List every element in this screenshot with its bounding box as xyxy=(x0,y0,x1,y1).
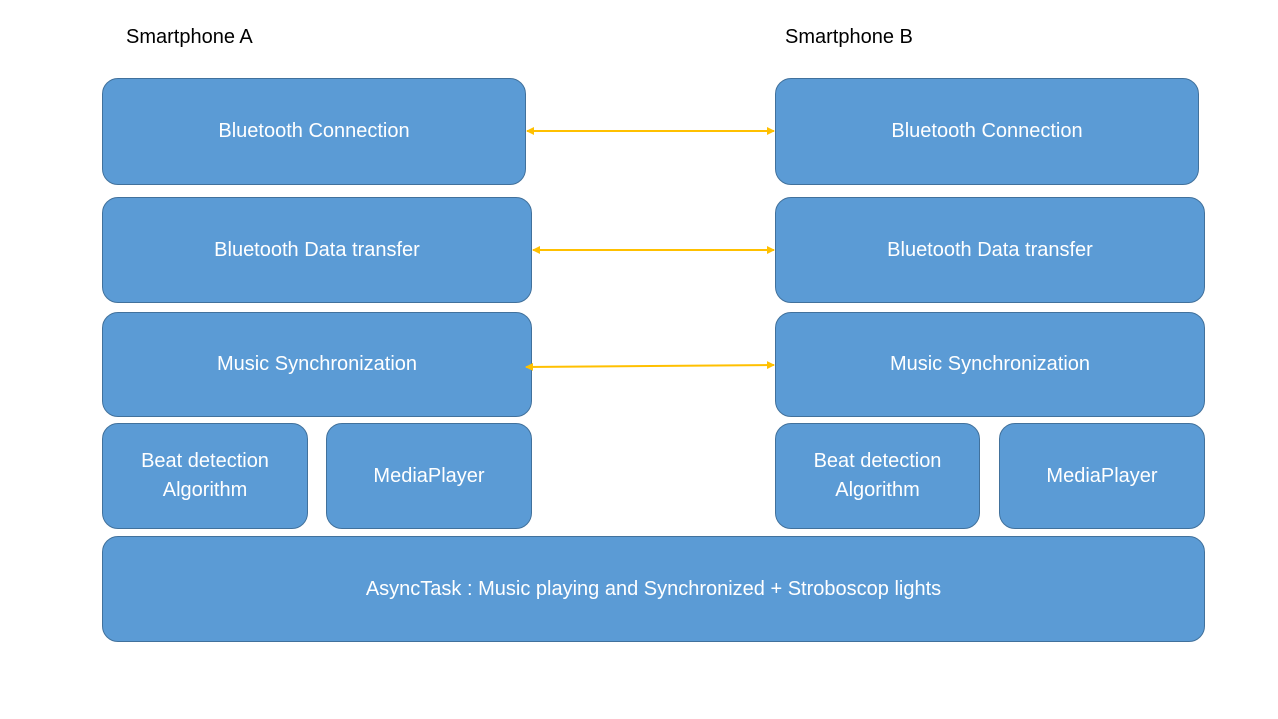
smartphone-a-music-synchronization-label: Music Synchronization xyxy=(216,353,418,375)
smartphone-b-bluetooth-connection: Bluetooth Connection xyxy=(775,78,1199,185)
smartphone-b-beat-detection-line2: Algorithm xyxy=(835,479,920,501)
smartphone-a-title: Smartphone A xyxy=(126,26,253,48)
smartphone-a-media-player: MediaPlayer xyxy=(326,423,532,529)
smartphone-a-beat-detection: Beat detection Algorithm xyxy=(102,423,308,529)
async-task-box: AsyncTask : Music playing and Synchroniz… xyxy=(102,536,1205,642)
smartphone-b-title: Smartphone B xyxy=(785,26,913,48)
smartphone-b-music-synchronization-label: Music Synchronization xyxy=(889,353,1091,375)
smartphone-a-bluetooth-data-transfer: Bluetooth Data transfer xyxy=(102,197,532,303)
smartphone-b-bluetooth-connection-label: Bluetooth Connection xyxy=(891,120,1083,142)
smartphone-b-media-player: MediaPlayer xyxy=(999,423,1205,529)
smartphone-b-bluetooth-data-transfer: Bluetooth Data transfer xyxy=(775,197,1205,303)
smartphone-a-beat-detection-line2: Algorithm xyxy=(162,479,248,501)
smartphone-a-beat-detection-line1: Beat detection xyxy=(141,450,269,472)
smartphone-a-bluetooth-data-transfer-label: Bluetooth Data transfer xyxy=(214,238,420,261)
smartphone-b-music-synchronization: Music Synchronization xyxy=(775,312,1205,417)
async-task-label: AsyncTask : Music playing and Synchroniz… xyxy=(365,577,942,600)
music-synchronization-arrow xyxy=(525,361,775,371)
smartphone-b-beat-detection-line1: Beat detection xyxy=(813,450,942,472)
smartphone-b-bluetooth-data-transfer-label: Bluetooth Data transfer xyxy=(887,238,1093,261)
smartphone-a-bluetooth-connection-label: Bluetooth Connection xyxy=(218,120,410,142)
smartphone-a-music-synchronization: Music Synchronization xyxy=(102,312,532,417)
smartphone-a-media-player-label: MediaPlayer xyxy=(373,464,485,487)
smartphone-a-bluetooth-connection: Bluetooth Connection xyxy=(102,78,526,185)
smartphone-b-media-player-label: MediaPlayer xyxy=(1046,464,1158,487)
smartphone-b-beat-detection: Beat detection Algorithm xyxy=(775,423,980,529)
